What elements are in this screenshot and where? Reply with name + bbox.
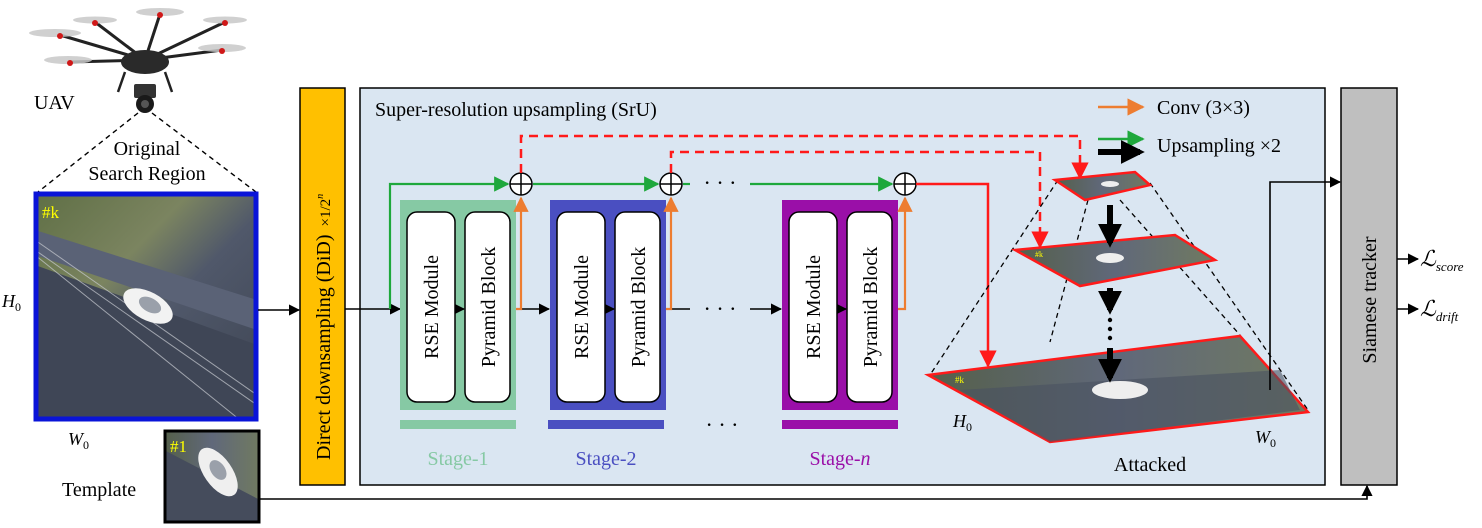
stage-n-label: Stage-n: [809, 448, 870, 470]
stage-1-block: [400, 200, 516, 429]
view-cone-left: [37, 112, 139, 193]
red-dashed-skip-middle: [669, 150, 1049, 249]
loss-score-label: ℒscore: [1420, 246, 1464, 274]
green-skip-input: [388, 176, 510, 309]
stage-1-rse-label: RSE Module: [421, 255, 443, 359]
template-to-siamese-arrow: [260, 484, 1373, 500]
stage-n-rse-label: RSE Module: [803, 255, 825, 359]
template-image: [163, 429, 261, 524]
sum-node-n: [893, 172, 917, 196]
orange-conv-stagen: [897, 196, 913, 311]
red-dashed-skip-top: [519, 134, 1089, 180]
red-output-arrow: [916, 182, 997, 368]
uav-drone-icon: [29, 8, 247, 113]
flow-dots-middle: · · ·: [704, 296, 737, 321]
original-label-line1: Original: [114, 138, 181, 160]
sum-node-1: [509, 172, 533, 196]
original-label-line2: Search Region: [88, 163, 205, 185]
pyramid-level-top: [1051, 170, 1153, 202]
flow-dots-bottom: · · ·: [706, 412, 739, 437]
w0-attacked-label: W0: [1255, 427, 1276, 450]
attacked-label: Attacked: [1114, 454, 1186, 476]
sru-title: Super-resolution upsampling (SrU): [375, 99, 657, 121]
orange-conv-stage1: [513, 196, 529, 311]
pyramid-level-bottom: #k: [924, 334, 1311, 444]
stage-2-pyramid-label: Pyramid Block: [628, 247, 650, 368]
stage-n-pyramid-label: Pyramid Block: [860, 247, 882, 368]
svg-text:#k: #k: [1035, 250, 1043, 259]
stage-2-rse-label: RSE Module: [571, 255, 593, 359]
attacked-to-siamese-arrow: [1269, 176, 1342, 390]
siamese-tracker-block: [1340, 87, 1398, 486]
loss-drift-label: ℒdrift: [1420, 296, 1459, 324]
frame-k-marker: #k: [42, 203, 60, 222]
siamese-label: Siamese tracker: [1359, 236, 1381, 363]
stage-1-label: Stage-1: [427, 448, 488, 470]
sum-node-2: [659, 172, 683, 196]
search-region-image: [33, 191, 259, 422]
view-cone-right: [151, 112, 257, 193]
svg-text:#k: #k: [955, 375, 965, 385]
orange-conv-stage2: [663, 196, 679, 311]
h0-left-label: H0: [1, 291, 21, 314]
template-label: Template: [62, 479, 136, 501]
stage-1-pyramid-label: Pyramid Block: [478, 247, 500, 368]
pyramid-dots: [1107, 317, 1113, 341]
flow-dots-top: · · ·: [704, 170, 737, 195]
legend-upsampling-label: Upsampling ×2: [1157, 135, 1281, 157]
legend-conv-label: Conv (3×3): [1157, 97, 1250, 119]
w0-left-label: W0: [68, 429, 89, 452]
uav-label: UAV: [34, 92, 75, 114]
stage-n-block: [782, 200, 898, 429]
stage-2-label: Stage-2: [575, 448, 636, 470]
h0-attacked-label: H0: [952, 411, 972, 434]
did-block: [299, 87, 346, 486]
did-label: Direct downsampling (DiD)×1/2n: [313, 194, 335, 460]
frame-1-marker: #1: [170, 437, 187, 456]
